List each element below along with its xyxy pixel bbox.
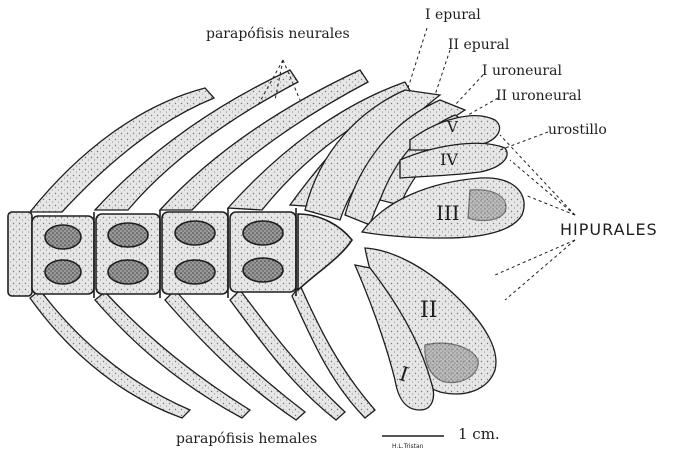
- label-parapofisis-hemales: parapófisis hemales: [176, 432, 317, 446]
- hypural-label-5: V: [447, 120, 458, 135]
- label-uroneural-1: I uroneural: [482, 64, 562, 78]
- label-epural-2: II epural: [448, 38, 509, 52]
- hypural-label-2: II: [420, 300, 437, 322]
- label-hipurales: HIPURALES: [560, 222, 658, 238]
- label-epural-1: I epural: [425, 8, 481, 22]
- illustrator-signature: H.L.Tristan: [392, 444, 423, 450]
- lower-hypurals: [355, 248, 496, 410]
- hypural-label-4: IV: [440, 152, 458, 168]
- haemal-spines: [30, 285, 375, 420]
- vertebral-column: [8, 208, 352, 298]
- label-uroneural-2: II uroneural: [496, 89, 581, 103]
- hypural-label-3: III: [436, 203, 460, 223]
- label-urostilo: urostillo: [548, 123, 607, 137]
- scale-bar-value: 1 cm.: [458, 427, 500, 442]
- label-parapofisis-neurales: parapófisis neurales: [206, 27, 350, 41]
